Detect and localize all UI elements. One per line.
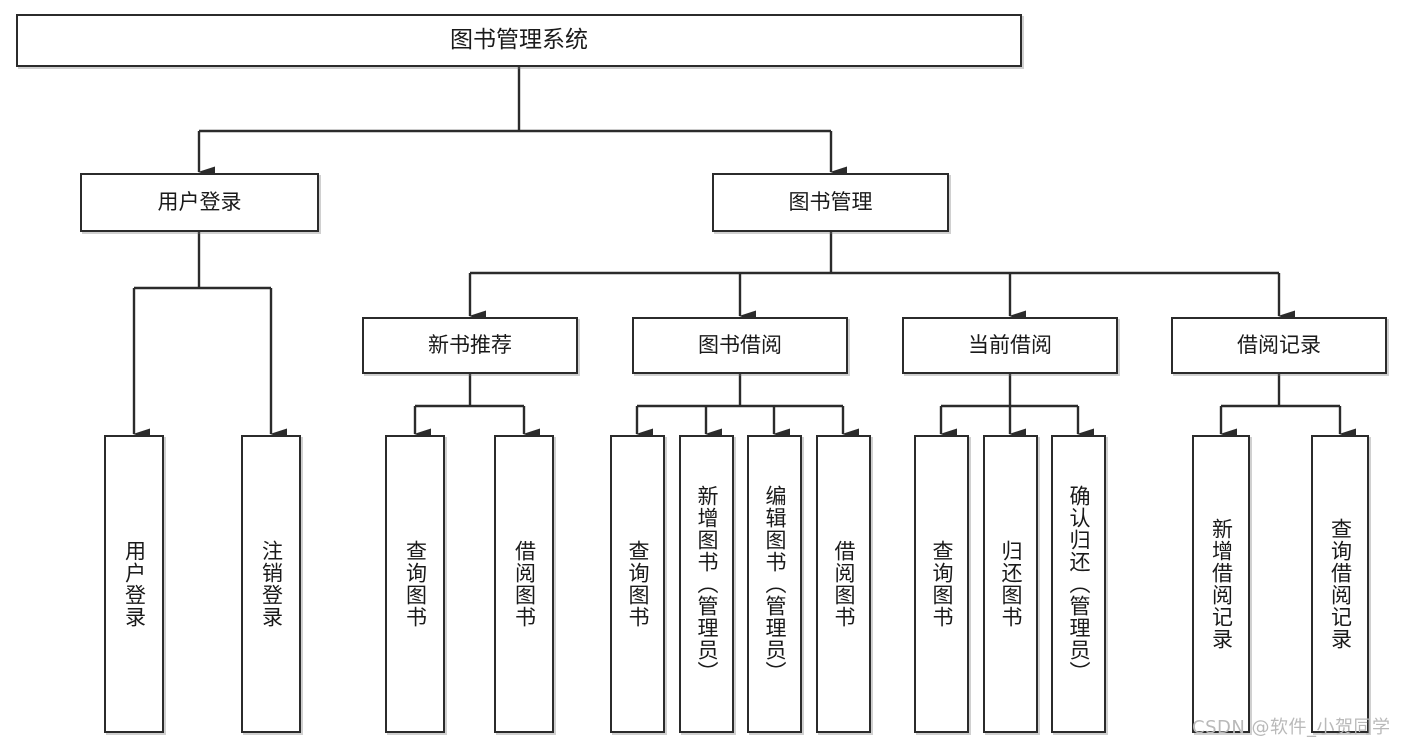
- node-label: 确认归还（管理员）: [1067, 485, 1091, 683]
- node-label: 借阅记录: [1237, 333, 1321, 358]
- node-label: 查询图书: [626, 540, 650, 628]
- node-label: 用户登录: [157, 190, 242, 215]
- node-label: 用户登录: [122, 540, 147, 628]
- node-book-management[interactable]: 图书管理: [712, 173, 949, 232]
- leaf-return-book[interactable]: 归还图书: [983, 435, 1038, 733]
- node-root-system[interactable]: 图书管理系统: [16, 14, 1022, 67]
- node-label: 新增借阅记录: [1209, 518, 1234, 650]
- node-label: 借阅图书: [832, 540, 856, 628]
- node-new-book-recommend[interactable]: 新书推荐: [362, 317, 578, 374]
- node-label: 查询图书: [403, 540, 428, 628]
- leaf-confirm-return-admin[interactable]: 确认归还（管理员）: [1051, 435, 1106, 733]
- node-current-borrow[interactable]: 当前借阅: [902, 317, 1118, 374]
- leaf-add-book-admin[interactable]: 新增图书（管理员）: [679, 435, 734, 733]
- node-label: 图书管理系统: [450, 27, 588, 54]
- node-label: 图书借阅: [698, 333, 782, 358]
- leaf-add-borrow-record[interactable]: 新增借阅记录: [1192, 435, 1250, 733]
- node-label: 借阅图书: [512, 540, 537, 628]
- leaf-user-logout[interactable]: 注销登录: [241, 435, 301, 733]
- node-user-login[interactable]: 用户登录: [80, 173, 319, 232]
- leaf-query-borrow-record[interactable]: 查询借阅记录: [1311, 435, 1369, 733]
- node-label: 新增图书（管理员）: [695, 485, 719, 683]
- node-label: 图书管理: [788, 190, 873, 215]
- leaf-query-book-current[interactable]: 查询图书: [914, 435, 969, 733]
- node-label: 查询借阅记录: [1328, 518, 1353, 650]
- node-label: 注销登录: [259, 540, 284, 628]
- csdn-watermark: CSDN @软件_小贺同学: [1192, 717, 1391, 738]
- node-book-borrow[interactable]: 图书借阅: [632, 317, 848, 374]
- node-label: 新书推荐: [428, 333, 512, 358]
- node-label: 编辑图书（管理员）: [763, 485, 787, 683]
- leaf-borrow-book[interactable]: 借阅图书: [816, 435, 871, 733]
- node-label: 归还图书: [999, 540, 1023, 628]
- leaf-query-book-borrow[interactable]: 查询图书: [610, 435, 665, 733]
- node-borrow-records[interactable]: 借阅记录: [1171, 317, 1387, 374]
- node-label: 当前借阅: [968, 333, 1052, 358]
- leaf-query-book-recommend[interactable]: 查询图书: [385, 435, 445, 733]
- node-label: 查询图书: [930, 540, 954, 628]
- leaf-edit-book-admin[interactable]: 编辑图书（管理员）: [747, 435, 802, 733]
- leaf-user-login[interactable]: 用户登录: [104, 435, 164, 733]
- leaf-borrow-book-recommend[interactable]: 借阅图书: [494, 435, 554, 733]
